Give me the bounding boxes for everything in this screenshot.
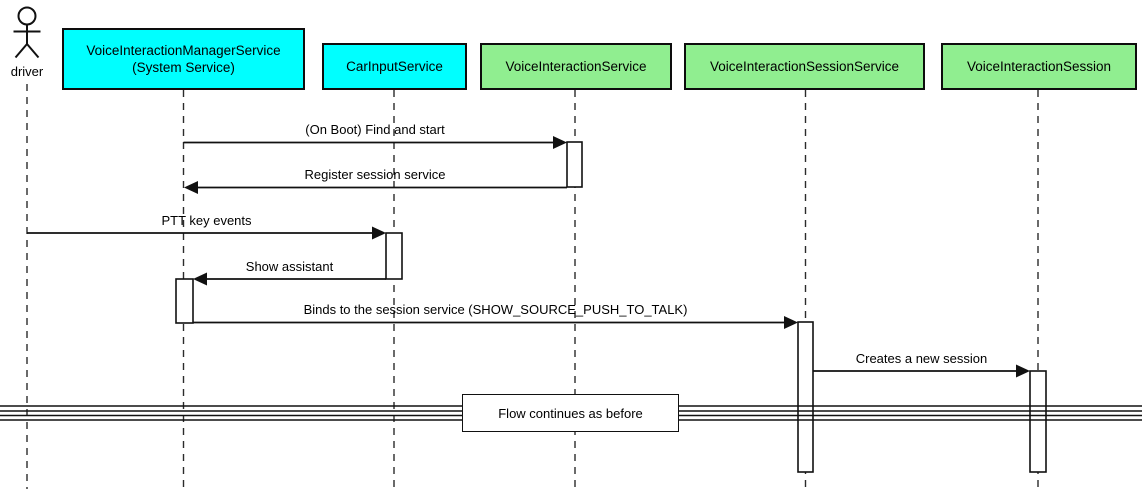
participant-name: VoiceInteractionSession <box>966 59 1112 74</box>
arrow-show-assistant <box>193 272 386 286</box>
actor-icon <box>13 6 41 59</box>
divider-label: Flow continues as before <box>498 405 643 421</box>
activation-voiceinteractionservice <box>566 141 583 188</box>
participant-name: VoiceInteractionManagerService <box>86 43 281 58</box>
message-label-on-boot-find-and-start: (On Boot) Find and start <box>305 122 445 137</box>
participant-voiceinteractionsession: VoiceInteractionSession <box>941 43 1137 90</box>
participant-voiceinteractionservice: VoiceInteractionService <box>480 43 672 90</box>
participant-voiceinteractionmanagerservice: VoiceInteractionManagerService (System S… <box>62 28 305 90</box>
actor-label: driver <box>10 64 44 79</box>
participant-name: VoiceInteractionService <box>505 59 647 74</box>
message-label-register-session-service: Register session service <box>304 167 446 182</box>
divider-label-box: Flow continues as before <box>462 394 679 432</box>
arrow-ptt-key-events <box>27 226 386 240</box>
activation-voiceinteractionsessionservice <box>797 321 814 473</box>
participant-name: VoiceInteractionSessionService <box>709 59 900 74</box>
message-arrows <box>27 136 1030 378</box>
activation-voiceinteractionmanagerservice <box>175 278 194 324</box>
activation-carinputservice <box>385 232 403 280</box>
arrow-register-session-service <box>184 181 567 194</box>
participant-subtitle: (System Service) <box>132 60 235 75</box>
arrow-binds-to-session-service <box>193 316 798 329</box>
arrow-creates-a-new-session <box>813 364 1030 378</box>
activation-bars <box>175 141 1047 473</box>
message-label-creates-a-new-session: Creates a new session <box>855 351 988 366</box>
message-label-show-assistant: Show assistant <box>245 259 334 274</box>
activation-voiceinteractionsession <box>1029 370 1047 473</box>
participant-voiceinteractionsessionservice: VoiceInteractionSessionService <box>684 43 925 90</box>
participant-name: CarInputService <box>346 59 443 74</box>
arrow-on-boot-find-and-start <box>183 136 567 149</box>
message-label-binds-to-session-service: Binds to the session service (SHOW_SOURC… <box>303 302 688 317</box>
message-label-ptt-key-events: PTT key events <box>161 213 252 228</box>
participant-carinputservice: CarInputService <box>322 43 467 90</box>
